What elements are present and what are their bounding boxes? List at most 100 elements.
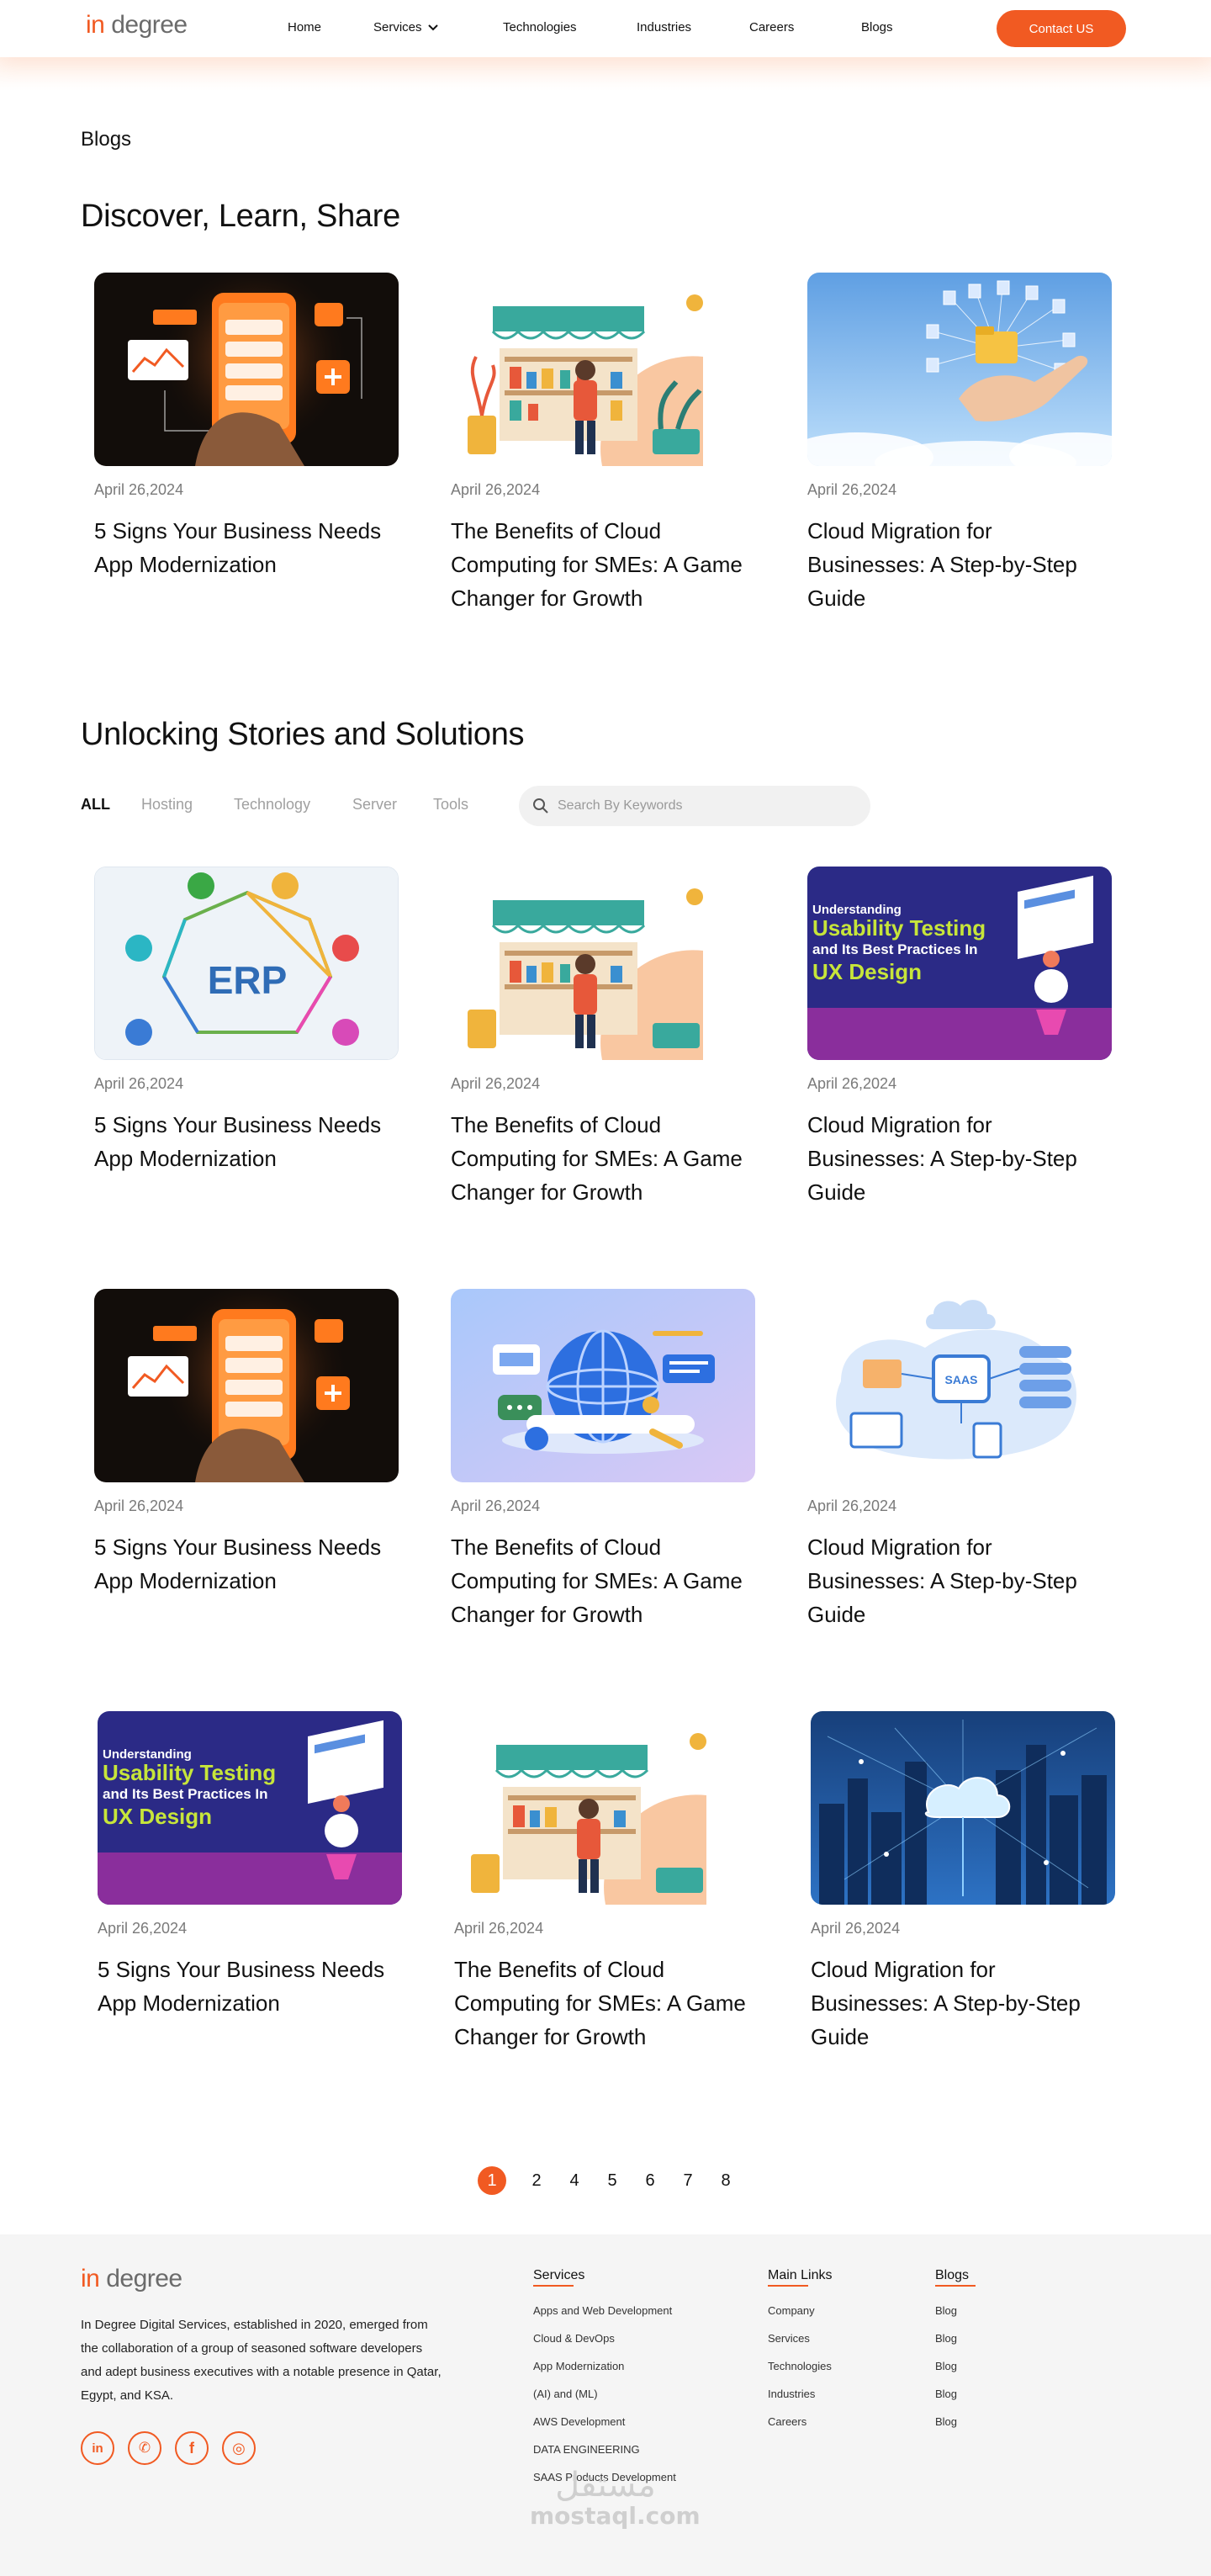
story-card-6[interactable]: SAAS April 26,2024 Cloud Migration for B…: [807, 1289, 1112, 1631]
card-date: April 26,2024: [94, 1075, 184, 1092]
search-box[interactable]: [519, 786, 870, 826]
footer-link[interactable]: SAAS Products Development: [533, 2471, 676, 2483]
page-4-button[interactable]: 4: [569, 2171, 579, 2190]
site-footer: in degree In Degree Digital Services, es…: [0, 2234, 1211, 2576]
watermark-url: mostaql.com: [530, 2502, 701, 2530]
story-card-9[interactable]: April 26,2024 Cloud Migration for Busine…: [811, 1711, 1115, 2054]
card-title[interactable]: Cloud Migration for Businesses: A Step-b…: [807, 518, 1077, 611]
filter-all[interactable]: ALL: [81, 796, 110, 813]
story-card-8[interactable]: April 26,2024 The Benefits of Cloud Comp…: [454, 1711, 759, 2054]
site-logo[interactable]: in degree: [86, 11, 188, 39]
filter-server[interactable]: Server: [352, 796, 398, 813]
story-card-5[interactable]: April 26,2024 The Benefits of Cloud Comp…: [451, 1289, 755, 1631]
card-title[interactable]: 5 Signs Your Business Needs App Moderniz…: [94, 1534, 382, 1593]
footer-services-heading: Services: [533, 2268, 584, 2287]
filter-technology[interactable]: Technology: [234, 796, 311, 813]
card-title[interactable]: Cloud Migration for Businesses: A Step-b…: [811, 1957, 1081, 2049]
footer-link[interactable]: Blog: [935, 2388, 958, 2400]
featured-card-1[interactable]: April 26,2024 5 Signs Your Business Need…: [94, 273, 399, 581]
filter-hosting[interactable]: Hosting: [141, 796, 193, 813]
search-icon: [533, 798, 548, 814]
footer-link[interactable]: AWS Development: [533, 2415, 626, 2428]
contact-us-button[interactable]: Contact US: [997, 10, 1126, 47]
footer-link[interactable]: Services: [768, 2332, 810, 2345]
page-6-button[interactable]: 6: [645, 2171, 655, 2190]
globe-illustration-image: [451, 1289, 755, 1482]
nav-services[interactable]: Services: [373, 20, 439, 34]
footer-link[interactable]: Blog: [935, 2415, 958, 2428]
footer-link[interactable]: Careers: [768, 2415, 807, 2428]
chevron-down-icon: [427, 24, 438, 31]
card-title[interactable]: The Benefits of Cloud Computing for SMEs…: [454, 1957, 746, 2049]
footer-link[interactable]: Company: [768, 2304, 815, 2317]
facebook-icon[interactable]: f: [175, 2431, 209, 2465]
story-card-2[interactable]: April 26,2024 The Benefits of Cloud Comp…: [451, 867, 755, 1209]
nav-careers[interactable]: Careers: [749, 20, 795, 34]
instagram-icon[interactable]: ◎: [222, 2431, 256, 2465]
header-shadow: [0, 57, 1211, 91]
card-date: April 26,2024: [811, 1920, 901, 1937]
page-1-button[interactable]: 1: [478, 2166, 506, 2195]
card-title[interactable]: Cloud Migration for Businesses: A Step-b…: [807, 1534, 1077, 1627]
featured-card-3[interactable]: April 26,2024 Cloud Migration for Busine…: [807, 273, 1112, 615]
footer-link[interactable]: App Modernization: [533, 2360, 625, 2372]
shop-illustration-image: [451, 273, 755, 466]
page-breadcrumb: Blogs: [81, 128, 132, 151]
app-modernization-phone-image: [94, 273, 399, 466]
footer-link[interactable]: Blog: [935, 2360, 958, 2372]
filter-tools[interactable]: Tools: [433, 796, 469, 813]
featured-card-2[interactable]: April 26,2024 The Benefits of Cloud Comp…: [451, 273, 755, 615]
featured-heading: Discover, Learn, Share: [81, 199, 400, 234]
footer-blogs-heading: Blogs: [935, 2268, 976, 2287]
card-title[interactable]: 5 Signs Your Business Needs App Moderniz…: [98, 1957, 385, 2016]
erp-diagram-image: ERP: [94, 867, 399, 1060]
footer-link[interactable]: Apps and Web Development: [533, 2304, 673, 2317]
card-title[interactable]: The Benefits of Cloud Computing for SMEs…: [451, 518, 743, 611]
card-date: April 26,2024: [807, 1497, 897, 1514]
card-title[interactable]: 5 Signs Your Business Needs App Moderniz…: [94, 518, 382, 577]
story-card-3[interactable]: Understanding Usability Testing and Its …: [807, 867, 1112, 1209]
card-title[interactable]: The Benefits of Cloud Computing for SMEs…: [451, 1534, 743, 1627]
nav-home[interactable]: Home: [288, 20, 322, 34]
saas-label: SAAS: [945, 1373, 978, 1386]
banner-line-1: Understanding: [103, 1747, 192, 1762]
shop-illustration-image: [451, 867, 755, 1060]
search-input[interactable]: [558, 798, 843, 814]
nav-industries[interactable]: Industries: [637, 20, 692, 34]
whatsapp-icon[interactable]: ✆: [128, 2431, 161, 2465]
story-card-7[interactable]: Understanding Usability Testing and Its …: [98, 1711, 402, 2020]
footer-link[interactable]: Cloud & DevOps: [533, 2332, 615, 2345]
card-title[interactable]: 5 Signs Your Business Needs App Moderniz…: [94, 1112, 382, 1171]
card-title[interactable]: The Benefits of Cloud Computing for SMEs…: [451, 1112, 743, 1205]
page-2-button[interactable]: 2: [531, 2171, 542, 2190]
story-card-1[interactable]: ERP April 26,2024 5 Signs Your Business …: [94, 867, 399, 1175]
erp-label: ERP: [208, 958, 288, 1002]
footer-link[interactable]: Technologies: [768, 2360, 832, 2372]
watermark: مستقل mostaql.com: [530, 2467, 701, 2530]
shop-illustration-image: [454, 1711, 759, 1905]
card-date: April 26,2024: [94, 481, 184, 498]
banner-line-2: Usability Testing: [812, 915, 986, 941]
card-date: April 26,2024: [451, 1075, 541, 1092]
pagination: 1 2 4 5 6 7 8: [0, 2165, 1211, 2196]
story-card-4[interactable]: April 26,2024 5 Signs Your Business Need…: [94, 1289, 399, 1598]
footer-link[interactable]: Blog: [935, 2332, 958, 2345]
app-modernization-phone-image: [94, 1289, 399, 1482]
nav-blogs[interactable]: Blogs: [861, 20, 893, 34]
footer-link[interactable]: (AI) and (ML): [533, 2388, 598, 2400]
card-date: April 26,2024: [451, 1497, 541, 1514]
stories-heading: Unlocking Stories and Solutions: [81, 717, 525, 752]
footer-about-text: In Degree Digital Services, established …: [81, 2318, 442, 2403]
card-title[interactable]: Cloud Migration for Businesses: A Step-b…: [807, 1112, 1077, 1205]
footer-link[interactable]: Industries: [768, 2388, 816, 2400]
linkedin-icon[interactable]: in: [81, 2431, 114, 2465]
page-7-button[interactable]: 7: [683, 2171, 693, 2190]
nav-technologies[interactable]: Technologies: [503, 20, 577, 34]
footer-logo[interactable]: in degree: [81, 2265, 182, 2292]
footer-link[interactable]: Blog: [935, 2304, 958, 2317]
footer-link[interactable]: DATA ENGINEERING: [533, 2443, 640, 2456]
banner-line-4: UX Design: [103, 1804, 212, 1829]
page-8-button[interactable]: 8: [721, 2171, 731, 2190]
usability-testing-image: Understanding Usability Testing and Its …: [807, 867, 1112, 1060]
page-5-button[interactable]: 5: [607, 2171, 617, 2190]
